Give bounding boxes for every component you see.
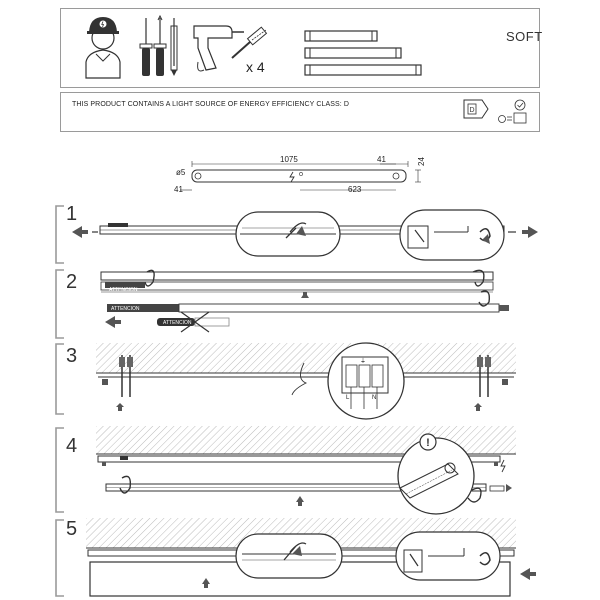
dim-left-offset: 41 — [174, 185, 183, 194]
dim-diameter: ø5 — [176, 168, 186, 177]
terminal-label-earth: ⏚ — [360, 358, 366, 365]
dim-height: 24 — [417, 157, 426, 166]
attention-tag-2: ATTENCION — [111, 306, 140, 312]
attention-tag-1: ATTENCION — [109, 287, 138, 293]
step-5-number: 5 — [66, 518, 78, 540]
svg-text:D: D — [469, 107, 474, 114]
dim-end-offset: 41 — [377, 155, 386, 164]
terminal-label-n: N — [372, 395, 376, 401]
energy-label-icon: D — [463, 99, 489, 119]
energy-notice-text: THIS PRODUCT CONTAINS A LIGHT SOURCE OF … — [72, 101, 350, 108]
drill-icon — [193, 25, 244, 72]
attention-tag-3: ATTENCION — [163, 320, 192, 326]
dimension-drawing: ø5 1075 41 24 41 623 — [174, 155, 426, 194]
screw-anchor-icon — [231, 26, 268, 59]
step-1-diagram — [72, 209, 538, 261]
step-2-diagram: ATTENCION ATTENCION ATTENCION — [100, 269, 509, 333]
energy-notice-box — [60, 92, 540, 132]
step-4-diagram: ! — [96, 426, 516, 515]
step-3-diagram: L N ⏚ — [96, 342, 516, 420]
dim-length: 1075 — [280, 155, 298, 164]
step-4-number: 4 — [66, 435, 78, 457]
step-1-number: 1 — [66, 203, 78, 225]
screw-quantity: x 4 — [246, 59, 265, 75]
step-2-number: 2 — [66, 271, 78, 293]
worker-helmet-icon — [85, 17, 121, 79]
dim-center-distance: 623 — [348, 185, 362, 194]
screwdrivers-icon — [139, 14, 178, 76]
tubes-icon — [304, 30, 422, 76]
brand-label: SOFT — [506, 29, 543, 44]
terminal-label-l: L — [346, 395, 350, 401]
step-3-number: 3 — [66, 345, 78, 367]
warning-mark: ! — [426, 437, 430, 449]
no-change-bulb-icon — [498, 99, 527, 124]
step-5-diagram — [86, 518, 536, 597]
